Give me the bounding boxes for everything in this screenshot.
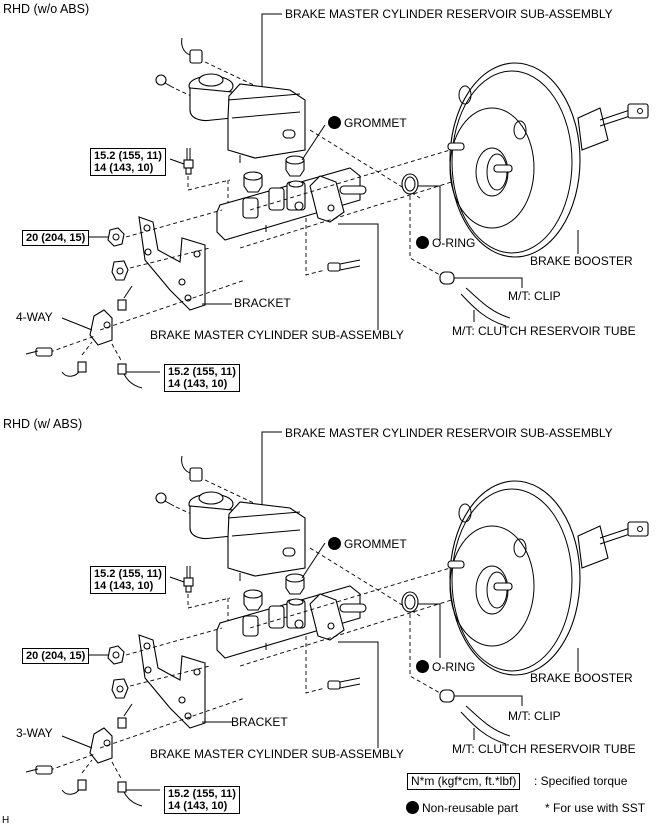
torque-reservoir-line: 15.2 (155, 11)14 (143, 10) [90,566,166,594]
torque-nut: 20 (204, 15) [22,230,90,246]
label-union: 4-WAY [16,310,53,324]
legend-torque-unit: N*m (kgf*cm, ft.*lbf) [407,773,521,790]
non-reusable-dot-icon [328,537,341,550]
label-bracket: BRACKET [234,296,291,310]
label-grommet: GROMMET [328,116,407,130]
label-clutch-tube: M/T: CLUTCH RESERVOIR TUBE [452,324,636,338]
label-bracket: BRACKET [231,715,288,729]
section-title: RHD (w/o ABS) [3,2,90,16]
legend-sst-note: * For use with SST [545,801,646,815]
label-reservoir: BRAKE MASTER CYLINDER RESERVOIR SUB-ASSE… [285,7,613,21]
label-master-cylinder: BRAKE MASTER CYLINDER SUB-ASSEMBLY [150,747,404,761]
label-brake-booster: BRAKE BOOSTER [530,254,633,268]
torque-union-line: 15.2 (155, 11)14 (143, 10) [164,364,240,392]
non-reusable-dot-icon [416,660,429,673]
corner-mark: H [2,815,10,826]
torque-reservoir-line: 15.2 (155, 11)14 (143, 10) [90,148,166,176]
label-clutch-tube: M/T: CLUTCH RESERVOIR TUBE [452,742,636,756]
non-reusable-dot-icon [406,801,419,814]
section-title: RHD (w/ ABS) [3,417,83,431]
legend-torque-desc: : Specified torque [534,774,628,788]
label-clip: M/T: CLIP [508,289,561,303]
torque-nut: 20 (204, 15) [22,648,90,664]
label-brake-booster: BRAKE BOOSTER [530,671,633,685]
label-union: 3-WAY [16,726,53,740]
torque-union-line: 15.2 (155, 11)14 (143, 10) [164,786,240,814]
label-o-ring: O-RING [416,236,475,250]
label-o-ring: O-RING [416,660,475,674]
label-grommet: GROMMET [328,537,407,551]
label-reservoir: BRAKE MASTER CYLINDER RESERVOIR SUB-ASSE… [285,426,613,440]
legend-non-reusable: Non-reusable part [406,801,518,815]
label-clip: M/T: CLIP [508,709,561,723]
non-reusable-dot-icon [328,116,341,129]
non-reusable-dot-icon [416,236,429,249]
label-master-cylinder: BRAKE MASTER CYLINDER SUB-ASSEMBLY [150,328,404,342]
